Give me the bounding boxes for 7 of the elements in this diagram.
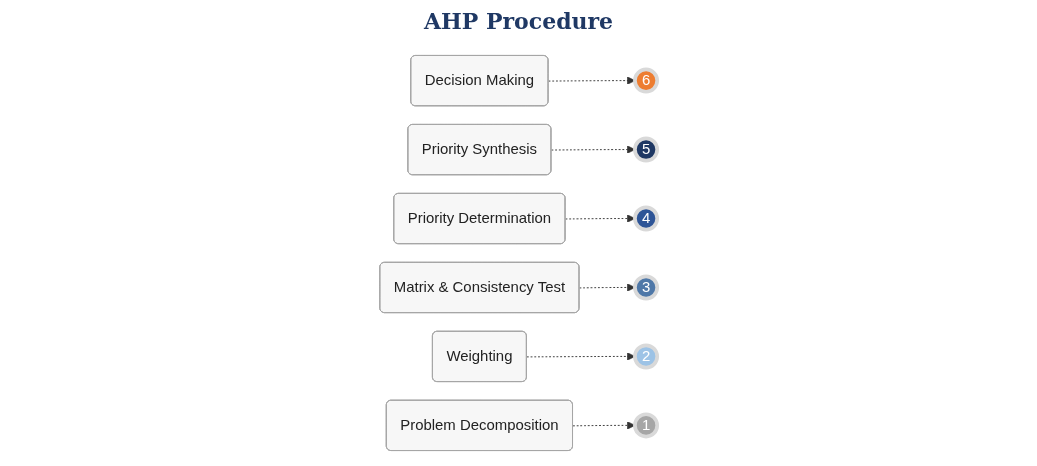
node-circle: 4 xyxy=(633,205,660,232)
node-circle: 2 xyxy=(633,343,660,370)
node-circle: 3 xyxy=(633,274,660,301)
node-circle: 5 xyxy=(633,136,660,163)
node-circle: 1 xyxy=(633,412,660,439)
diagram-title: AHP Procedure xyxy=(422,8,615,34)
node-circle: 6 xyxy=(633,67,660,94)
